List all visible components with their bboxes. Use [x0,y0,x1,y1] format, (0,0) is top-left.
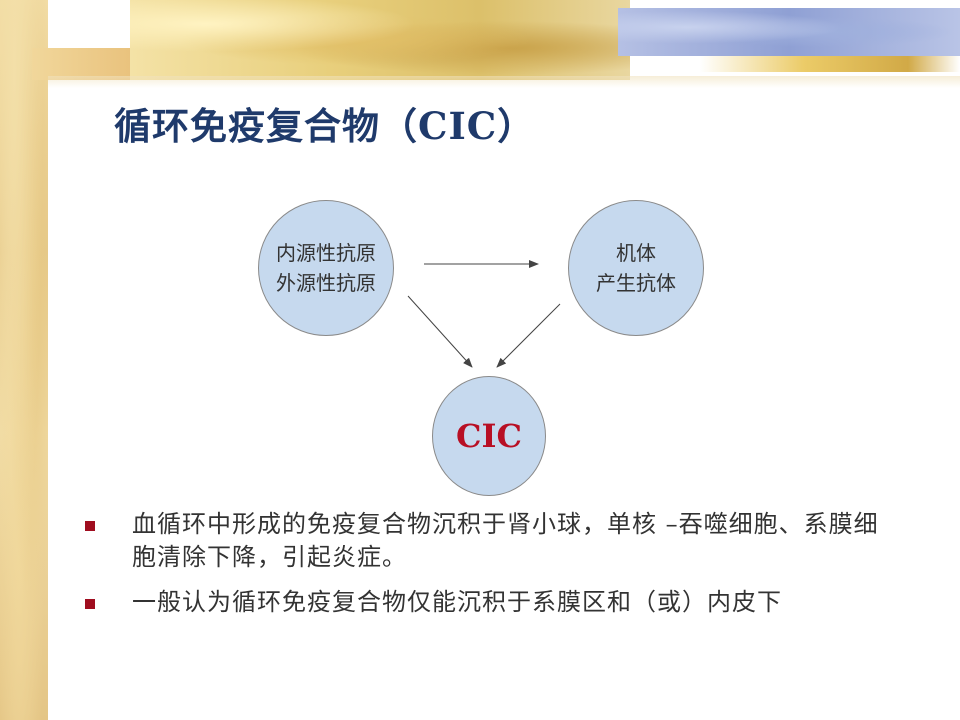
banner-gold-stroke [700,56,960,72]
node-body-line-2: 产生抗体 [596,271,676,295]
node-cic-label: CIC [456,417,522,455]
node-antigen: 内源性抗原 外源性抗原 [258,200,394,336]
bullet-item: 一般认为循环免疫复合物仅能沉积于系膜区和（或）内皮下 [80,586,880,619]
bullet-item: 血循环中形成的免疫复合物沉积于肾小球，单核 –吞噬细胞、系膜细胞清除下降，引起炎… [80,508,880,574]
banner-leaves-image [130,0,630,80]
node-antigen-line-2: 外源性抗原 [276,271,376,295]
node-cic: CIC [432,376,546,496]
slide-title: 循环免疫复合物（CIC） [114,104,536,148]
banner-shadow [48,76,960,88]
bullet-text: 一般认为循环免疫复合物仅能沉积于系膜区和（或）内皮下 [132,588,782,616]
bullet-square-icon [85,599,95,609]
node-antigen-line-1: 内源性抗原 [276,241,376,265]
banner-warm-patch [32,48,132,80]
bullet-list: 血循环中形成的免疫复合物沉积于肾小球，单核 –吞噬细胞、系膜细胞清除下降，引起炎… [80,508,880,631]
bullet-text: 血循环中形成的免疫复合物沉积于肾小球，单核 –吞噬细胞、系膜细胞清除下降，引起炎… [132,510,879,571]
banner-blue-image [618,8,960,56]
node-body: 机体 产生抗体 [568,200,704,336]
node-body-line-1: 机体 [616,241,656,265]
left-decorative-strip [0,0,48,720]
arrow-body-to-cic [496,303,561,368]
arrow-antigen-to-cic [407,295,473,368]
bullet-square-icon [85,521,95,531]
